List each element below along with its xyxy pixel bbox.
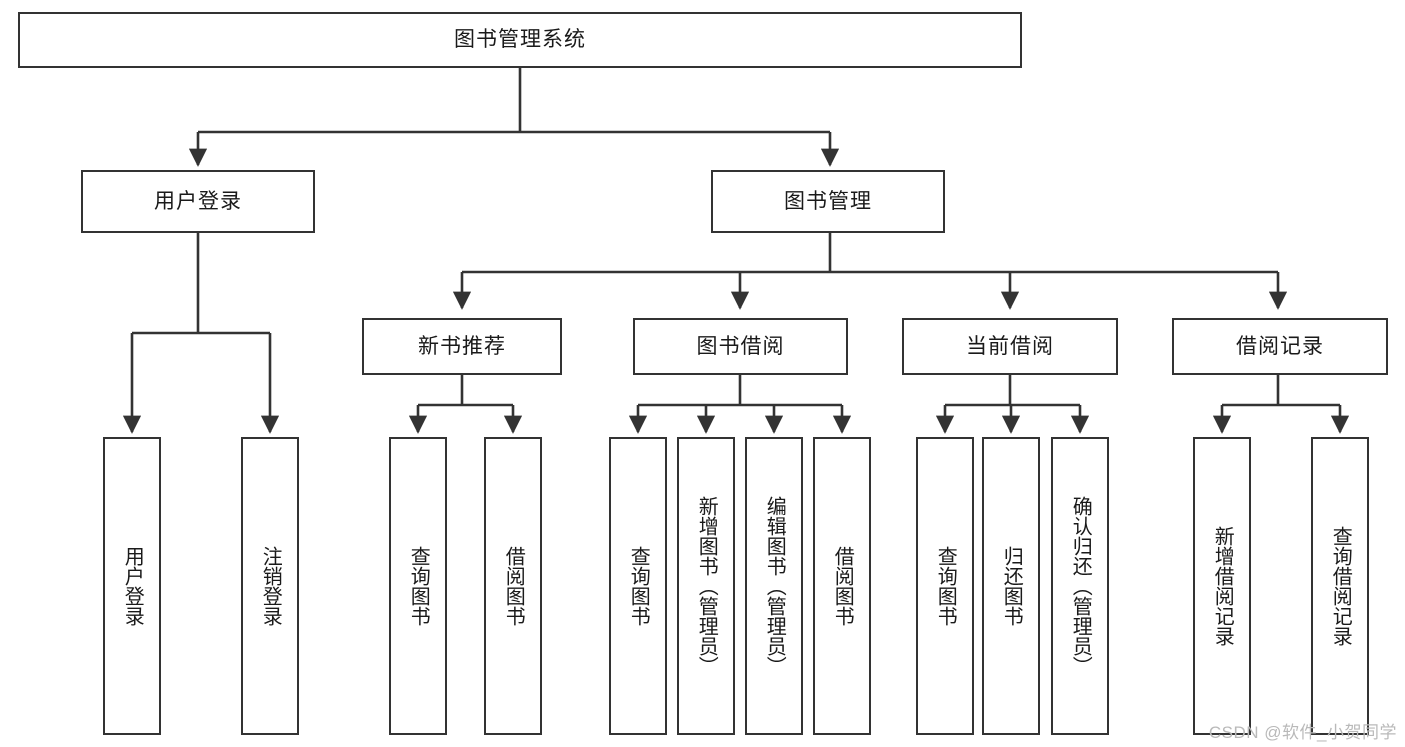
leaf-logout[interactable]: 注销登录 xyxy=(241,437,299,735)
leaf-borrow-book[interactable]: 借阅图书 xyxy=(813,437,871,735)
node-book-management[interactable]: 图书管理 xyxy=(711,170,945,233)
node-new-book-recommend[interactable]: 新书推荐 xyxy=(362,318,562,375)
leaf-query-book-current[interactable]: 查询图书 xyxy=(916,437,974,735)
node-label: 当前借阅 xyxy=(966,334,1054,358)
csdn-watermark: CSDN @软件_小贺同学 xyxy=(1208,723,1397,742)
node-label: 借阅图书 xyxy=(831,546,854,626)
node-label: 新书推荐 xyxy=(418,334,506,358)
leaf-edit-book-admin[interactable]: 编辑图书（管理员） xyxy=(745,437,803,735)
leaf-query-book-recommend[interactable]: 查询图书 xyxy=(389,437,447,735)
node-label: 借阅记录 xyxy=(1236,334,1324,358)
node-label: 注销登录 xyxy=(259,546,282,626)
node-label: 借阅图书 xyxy=(502,546,525,626)
node-label: 用户登录 xyxy=(121,546,144,626)
node-book-borrow[interactable]: 图书借阅 xyxy=(633,318,848,375)
node-label: 新增图书（管理员） xyxy=(695,496,718,676)
node-label: 图书借阅 xyxy=(696,334,785,358)
leaf-query-book-borrow[interactable]: 查询图书 xyxy=(609,437,667,735)
node-label: 用户登录 xyxy=(154,189,242,213)
node-borrow-record[interactable]: 借阅记录 xyxy=(1172,318,1388,375)
leaf-add-book-admin[interactable]: 新增图书（管理员） xyxy=(677,437,735,735)
node-root-book-management-system[interactable]: 图书管理系统 xyxy=(18,12,1022,68)
node-label: 编辑图书（管理员） xyxy=(763,496,786,676)
leaf-add-borrow-record[interactable]: 新增借阅记录 xyxy=(1193,437,1251,735)
node-label: 新增借阅记录 xyxy=(1211,526,1234,646)
node-label: 查询借阅记录 xyxy=(1329,526,1352,646)
leaf-return-book[interactable]: 归还图书 xyxy=(982,437,1040,735)
node-label: 查询图书 xyxy=(934,546,957,626)
node-user-login[interactable]: 用户登录 xyxy=(81,170,315,233)
node-label: 确认归还（管理员） xyxy=(1069,496,1092,676)
node-label: 查询图书 xyxy=(627,546,650,626)
node-label: 归还图书 xyxy=(1000,546,1023,626)
node-current-borrow[interactable]: 当前借阅 xyxy=(902,318,1118,375)
node-label: 图书管理 xyxy=(784,189,872,213)
node-label: 图书管理系统 xyxy=(454,28,586,52)
leaf-confirm-return-admin[interactable]: 确认归还（管理员） xyxy=(1051,437,1109,735)
node-label: 查询图书 xyxy=(407,546,430,626)
leaf-borrow-book-recommend[interactable]: 借阅图书 xyxy=(484,437,542,735)
leaf-query-borrow-record[interactable]: 查询借阅记录 xyxy=(1311,437,1369,735)
leaf-user-login[interactable]: 用户登录 xyxy=(103,437,161,735)
